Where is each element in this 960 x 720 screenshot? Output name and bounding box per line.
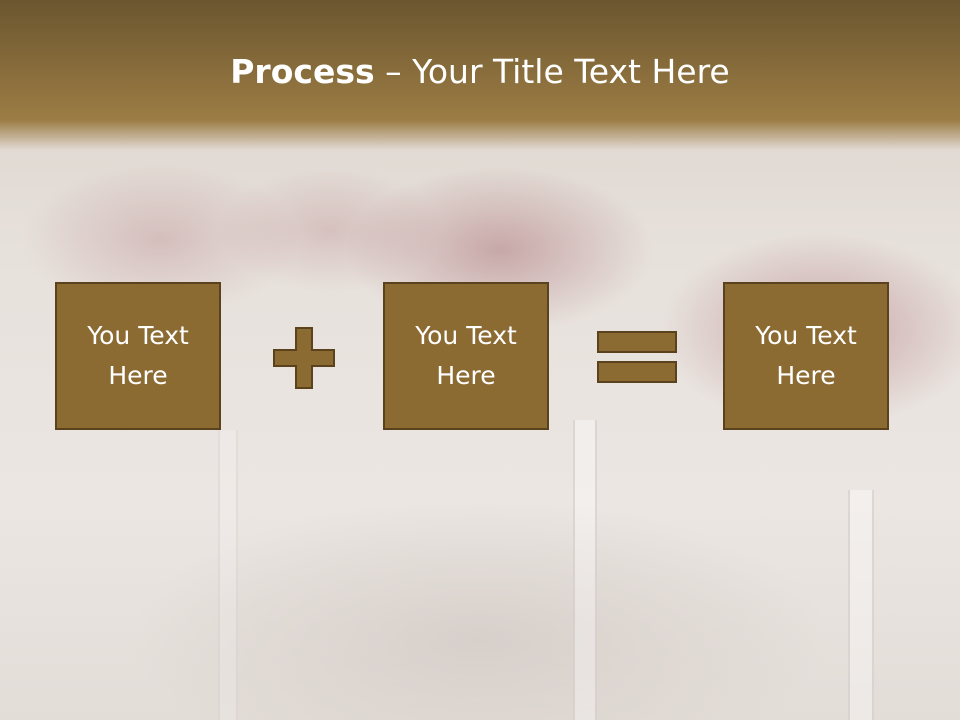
process-box-2: You Text Here	[383, 282, 549, 430]
process-box-1: You Text Here	[55, 282, 221, 430]
process-box-1-label: You Text Here	[87, 321, 189, 390]
glass-stem	[573, 420, 597, 720]
title-dash: –	[374, 52, 413, 91]
plus-icon	[273, 327, 335, 389]
glass-stem	[218, 430, 238, 720]
process-box-3: You Text Here	[723, 282, 889, 430]
title-rest: Your Title Text Here	[412, 52, 730, 91]
title-bar	[0, 0, 960, 150]
slide-title: Process – Your Title Text Here	[0, 52, 960, 91]
process-box-2-label: You Text Here	[415, 321, 517, 390]
process-box-3-label: You Text Here	[755, 321, 857, 390]
title-bold: Process	[230, 52, 375, 91]
glass-stem	[848, 490, 874, 720]
equals-icon	[597, 331, 677, 383]
